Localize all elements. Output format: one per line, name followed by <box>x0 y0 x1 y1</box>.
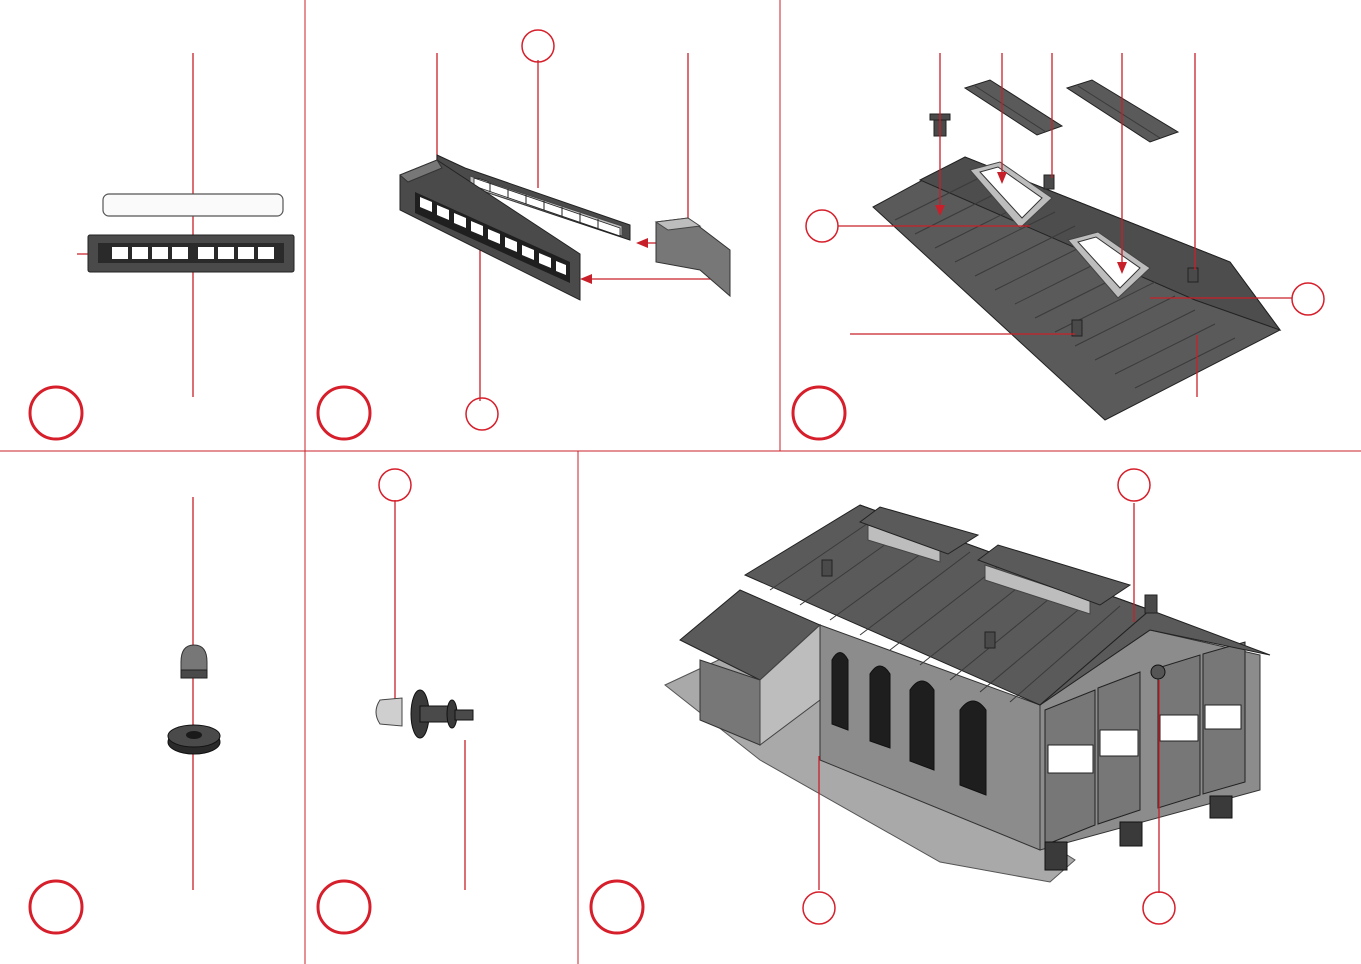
part-callout-circle <box>1118 469 1150 501</box>
lamp-bulb-part <box>181 645 207 678</box>
lamp-socket-part <box>168 725 220 754</box>
lamp-icon <box>1151 665 1165 679</box>
panel-3 <box>793 53 1324 439</box>
part-callout-circle <box>806 210 838 242</box>
step-number-circle <box>318 881 370 933</box>
roof-assembly <box>873 157 1280 420</box>
step-number-circle <box>30 881 82 933</box>
step-number-circle <box>793 387 845 439</box>
window-frame-part <box>88 235 294 272</box>
step-number-circle <box>591 881 643 933</box>
chimney <box>822 560 832 576</box>
chimney <box>1188 268 1198 282</box>
part-callout-circle <box>522 30 554 62</box>
finished-engine-shed <box>665 505 1270 882</box>
panel-2 <box>318 30 730 439</box>
part-callout-circle <box>803 892 835 924</box>
step-number-circle <box>318 387 370 439</box>
lamp-assembly-part <box>376 690 473 738</box>
part-callout-circle <box>1292 283 1324 315</box>
skylight-roof-part <box>965 80 1062 135</box>
part-callout-circle <box>466 398 498 430</box>
panel-5 <box>318 469 473 933</box>
part-callout-circle <box>1143 892 1175 924</box>
panel-4 <box>30 497 220 933</box>
chimney <box>1145 595 1157 613</box>
part-callout-circle <box>379 469 411 501</box>
step-number-circle <box>30 387 82 439</box>
glazing-strip <box>103 194 283 216</box>
panel-6 <box>591 469 1270 933</box>
panel-1 <box>30 53 294 439</box>
chimney <box>985 632 995 648</box>
skylight-end-cap <box>656 218 730 296</box>
